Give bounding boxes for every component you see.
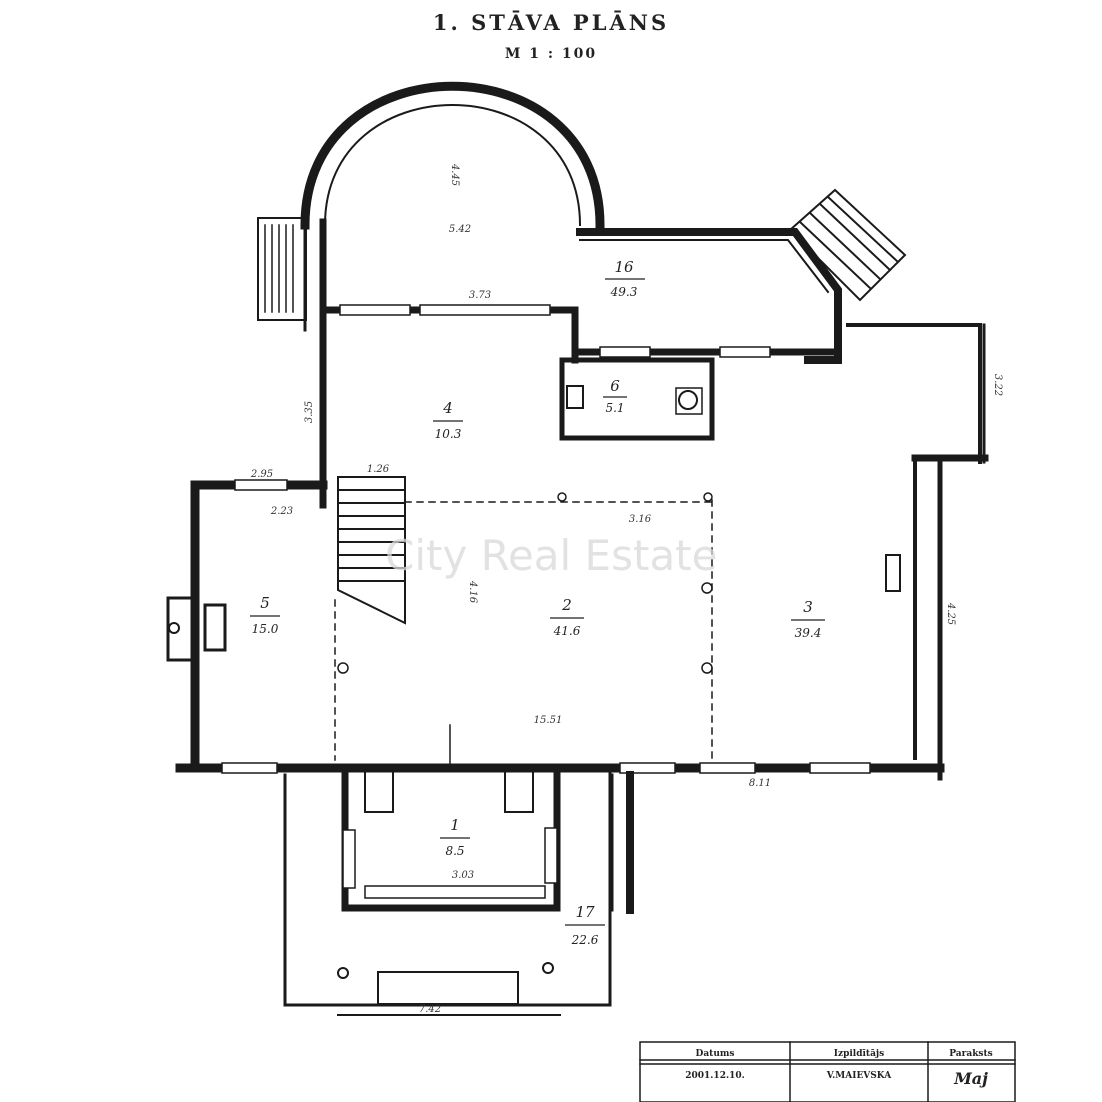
room-6-outline [559, 357, 715, 441]
dim-left-wall: 3.35 [304, 401, 315, 423]
window-bottom-1 [221, 762, 278, 774]
window-bottom-2 [619, 762, 676, 774]
vestibule-window-left [342, 829, 356, 889]
dim-apse-depth: 4.45 [449, 163, 460, 186]
closet-left [364, 767, 394, 813]
window-room16-2 [719, 346, 771, 358]
column-2 [701, 582, 713, 594]
column-3 [701, 662, 713, 674]
title-block-date-header: Datums [696, 1049, 735, 1059]
column-4 [557, 492, 567, 502]
dim-right-wall: 8.11 [749, 778, 771, 789]
chimney-circle [168, 622, 180, 634]
dim-room3-side: 4.25 [945, 602, 956, 625]
room-6-area: 5.1 [605, 401, 624, 415]
terrace-post-right [542, 962, 554, 974]
dim-room2-depth: 4.16 [467, 580, 478, 604]
diagonal-stairs [788, 188, 907, 302]
dim-room4-to-3: 3.16 [629, 514, 652, 525]
upper-right-wall-inner [579, 239, 830, 294]
dim-room5-left: 2.95 [250, 469, 273, 480]
window-top-2 [419, 304, 551, 316]
dashed-separators [334, 499, 713, 761]
dim-right-wing: 3.22 [992, 374, 1003, 396]
plan-scale: M 1 : 100 [504, 46, 598, 62]
window-room16-1 [599, 346, 651, 358]
dim-stair-width: 1.26 [367, 464, 390, 475]
interior-stair [337, 476, 406, 625]
window-top-1 [339, 304, 411, 316]
title-block-text: Datums Izpildītājs Paraksts 2001.12.10. … [685, 1049, 992, 1088]
upper-right-wall [576, 228, 842, 364]
plan-title: 1. STĀVA PLĀNS [432, 10, 670, 35]
window-bottom-3 [699, 762, 756, 774]
room-6-number: 6 [610, 377, 620, 395]
room-16-area: 49.3 [610, 285, 638, 299]
room-16-number: 16 [614, 258, 634, 276]
title-block-signature-header: Paraksts [949, 1049, 992, 1059]
apse-inner-wall [323, 104, 582, 227]
window-room5-top [234, 479, 288, 491]
radiator-right [885, 554, 901, 592]
title-block-date: 2001.12.10. [685, 1071, 745, 1081]
title-block-author-header: Izpildītājs [834, 1049, 884, 1059]
room-1-number: 1 [450, 816, 460, 834]
right-wing-wall [846, 323, 982, 464]
toilet-box [675, 387, 703, 415]
fireplace [166, 596, 227, 662]
room-5-area: 15.0 [252, 622, 279, 636]
column-5 [703, 492, 713, 502]
dim-top-window: 3.73 [469, 290, 491, 301]
dim-room5-left2: 2.23 [270, 506, 293, 517]
room-4-number: 4 [442, 399, 453, 417]
closet-right [504, 767, 534, 813]
room-17-number: 17 [575, 903, 595, 921]
column-1 [337, 662, 349, 674]
room-3-area: 39.4 [795, 626, 822, 640]
dim-hall-width: 15.51 [534, 715, 563, 726]
vestibule-window-bottom [364, 885, 546, 899]
left-stairs [257, 217, 307, 321]
dim-front-width: 7.42 [419, 1004, 441, 1015]
title-block [639, 1041, 1016, 1102]
apse-outer-wall [300, 81, 605, 230]
dim-vestibule-width: 3.03 [452, 870, 474, 881]
terrace-post-left [337, 967, 349, 979]
room-3-number: 3 [803, 598, 813, 616]
title-block-author: V.MAIEVSKA [826, 1071, 892, 1081]
room-2-area: 41.6 [553, 624, 581, 638]
toilet-fixture [678, 390, 698, 410]
room-17-area: 22.6 [571, 933, 599, 947]
dimension-labels: 5.42 4.45 15.51 7.42 4.16 3.16 1.26 8.11… [250, 163, 1003, 1015]
watermark: City Real Estate [385, 531, 718, 580]
dim-apse-width: 5.42 [449, 224, 471, 235]
room-labels: 16 49.3 4 10.3 6 5.1 5 15.0 2 41.6 3 39.… [250, 258, 825, 947]
terrace-bench [377, 971, 519, 1005]
room-1-area: 8.5 [445, 844, 464, 858]
room-5-number: 5 [260, 594, 270, 612]
room-4-area: 10.3 [435, 427, 462, 441]
window-bottom-4 [809, 762, 871, 774]
room-2-number: 2 [561, 596, 572, 614]
title-block-signature: Maj [953, 1069, 988, 1088]
vestibule-window-right [544, 827, 558, 884]
sink-fixture [566, 385, 584, 409]
